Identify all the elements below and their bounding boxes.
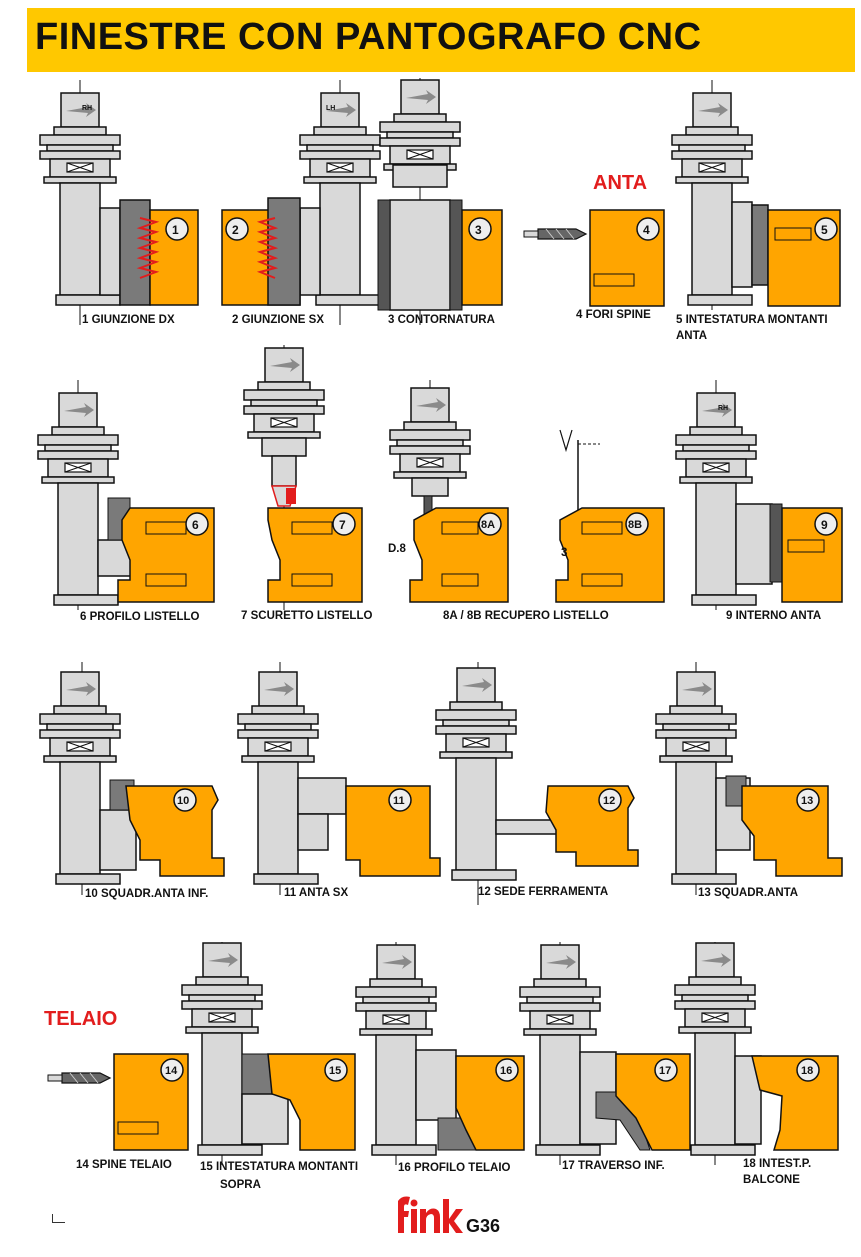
- dim-d8: D.8: [388, 543, 406, 555]
- op9-hand: RH: [718, 405, 729, 412]
- op16-illustration: [355, 942, 525, 1165]
- op2-illustration: [221, 80, 381, 325]
- op15-illustration: [181, 942, 356, 1165]
- op16-number: 16: [500, 1065, 513, 1077]
- op8a-illustration: [389, 380, 509, 603]
- op8-label: 8A / 8B RECUPERO LISTELLO: [443, 610, 609, 622]
- op6-number: 6: [192, 518, 199, 532]
- op5-number: 5: [821, 223, 828, 237]
- op8b-number: 8B: [628, 519, 643, 531]
- op7-label: 7 SCURETTO LISTELLO: [241, 610, 373, 622]
- op9-number: 9: [821, 518, 828, 532]
- op8a-number: 8A: [481, 519, 496, 531]
- op1-illustration: [39, 80, 199, 325]
- page-title: FINESTRE CON PANTOGRAFO CNC: [35, 16, 702, 58]
- op12-label: 12 SEDE FERRAMENTA: [478, 886, 609, 898]
- op12-number: 12: [603, 795, 616, 807]
- op3-illustration: [377, 78, 503, 325]
- op15-number: 15: [329, 1065, 342, 1077]
- op3-number: 3: [475, 223, 482, 237]
- op18-illustration: [674, 942, 839, 1165]
- op18-label2: BALCONE: [743, 1174, 800, 1186]
- op12-illustration: [435, 662, 639, 905]
- section-anta: ANTA: [593, 172, 648, 194]
- op1-label: 1 GIUNZIONE DX: [82, 314, 175, 326]
- op4-illustration: [523, 209, 665, 307]
- op2-label: 2 GIUNZIONE SX: [232, 314, 325, 326]
- corner-mark: [52, 1214, 65, 1223]
- op18-label: 18 INTEST.P.: [743, 1158, 812, 1170]
- op1-number: 1: [172, 223, 179, 237]
- op16-label: 16 PROFILO TELAIO: [398, 1162, 511, 1174]
- op10-label: 10 SQUADR.ANTA INF.: [85, 888, 209, 900]
- op17-illustration: [519, 942, 691, 1165]
- op4-label: 4 FORI SPINE: [576, 309, 651, 321]
- op13-number: 13: [801, 795, 814, 807]
- brand-logo: [398, 1196, 463, 1233]
- op8b-illustration: [555, 429, 665, 603]
- op11-label: 11 ANTA SX: [284, 887, 349, 899]
- op3-label: 3 CONTORNATURA: [388, 314, 495, 326]
- op1-hand: RH: [82, 105, 93, 112]
- op13-illustration: [655, 662, 843, 895]
- title-banner: FINESTRE CON PANTOGRAFO CNC: [27, 8, 855, 72]
- op9-illustration: [675, 380, 843, 610]
- op7-number: 7: [339, 518, 346, 532]
- op5-label: 5 INTESTATURA MONTANTI: [676, 314, 828, 326]
- op2-hand: LH: [326, 105, 336, 112]
- op17-number: 17: [659, 1065, 672, 1077]
- dim-3: 3: [561, 547, 568, 559]
- op17-label: 17 TRAVERSO INF.: [562, 1160, 665, 1172]
- op15-label: 15 INTESTATURA MONTANTI: [200, 1161, 359, 1173]
- op13-label: 13 SQUADR.ANTA: [698, 887, 799, 899]
- op14-number: 14: [165, 1065, 178, 1077]
- op6-label: 6 PROFILO LISTELLO: [80, 611, 200, 623]
- op18-number: 18: [801, 1065, 814, 1077]
- op6-illustration: [37, 380, 215, 610]
- op10-illustration: [39, 662, 225, 895]
- op15-label2: SOPRA: [220, 1179, 261, 1191]
- op4-number: 4: [643, 223, 650, 237]
- section-telaio: TELAIO: [44, 1008, 118, 1030]
- op7-illustration: [243, 345, 363, 610]
- op5-label2: ANTA: [676, 330, 708, 342]
- op14-illustration: [47, 1053, 189, 1151]
- op5-illustration: [671, 80, 841, 310]
- op11-illustration: [237, 662, 441, 895]
- op14-label: 14 SPINE TELAIO: [76, 1159, 172, 1171]
- op9-label: 9 INTERNO ANTA: [726, 610, 822, 622]
- op11-number: 11: [393, 795, 405, 807]
- brand-code: G36: [466, 1216, 501, 1236]
- op10-number: 10: [177, 795, 190, 807]
- op2-number: 2: [232, 223, 239, 237]
